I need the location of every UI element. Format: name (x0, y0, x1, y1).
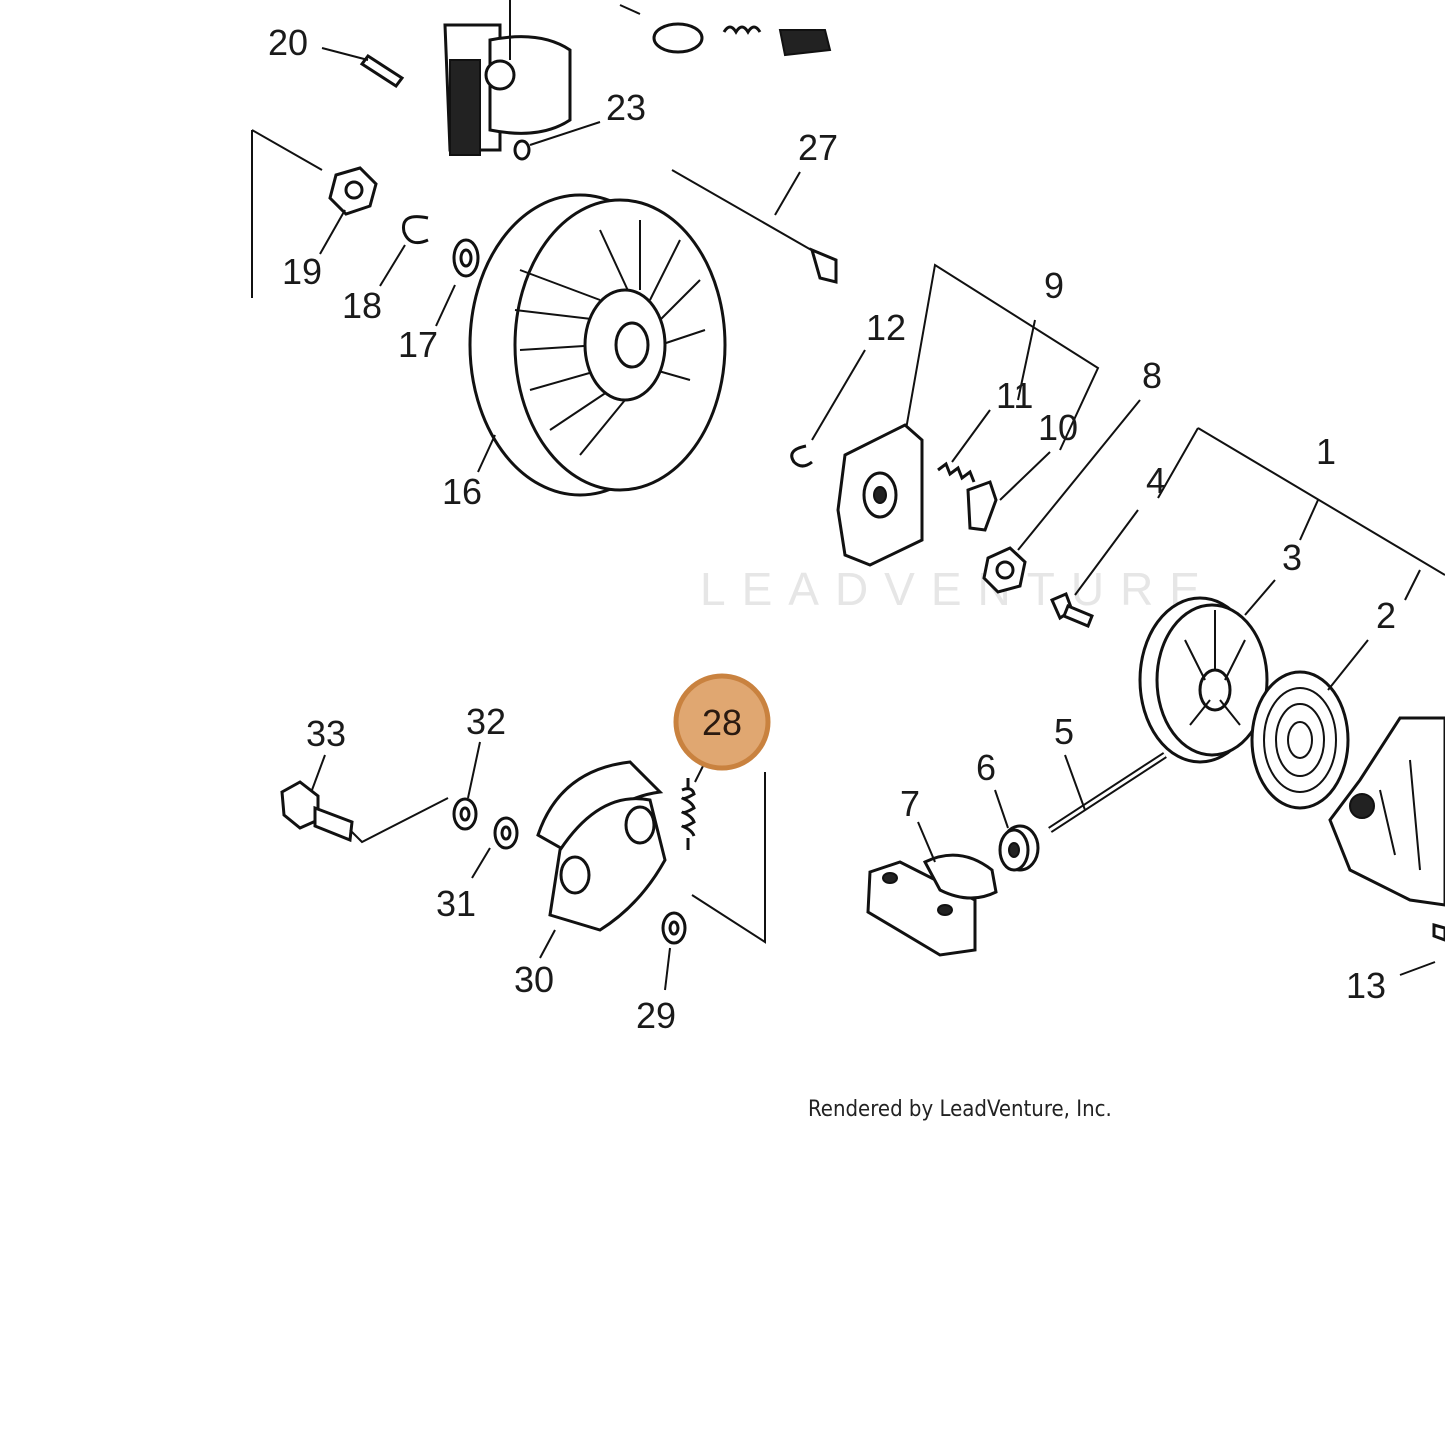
callout-labels: 1 2 3 4 5 6 7 8 9 10 11 12 13 16 17 18 1… (268, 22, 1396, 1036)
clutch-shoe-part-30 (536, 760, 667, 932)
nut-part-8 (982, 546, 1027, 594)
callout-label: 31 (436, 883, 476, 924)
callout-label: 2 (1376, 595, 1396, 636)
callout-label: 32 (466, 701, 506, 742)
starter-rope-part-5 (1048, 752, 1167, 833)
callout-label: 23 (606, 87, 646, 128)
coil-screw-part (359, 53, 405, 89)
callout-label: 12 (866, 307, 906, 348)
spring-part-11 (937, 461, 976, 483)
screw-part-13 (1432, 923, 1445, 942)
ignition-coil-part (443, 0, 572, 156)
callout-label: 8 (1142, 355, 1162, 396)
nut-part-19 (328, 166, 378, 216)
highlighted-callout-28[interactable]: 28 (673, 673, 771, 771)
clutch-spring-part-28 (680, 778, 696, 850)
starter-housing-part (1328, 716, 1445, 907)
pulley-part-3 (1138, 596, 1269, 764)
highlight-circle (673, 673, 771, 771)
lock-washer-part-32 (452, 797, 478, 831)
bolt-part-4 (1050, 592, 1094, 628)
top-small-parts (619, 4, 832, 57)
callout-label: 6 (976, 747, 996, 788)
highlighted-callout-label: 28 (702, 702, 742, 743)
washer-part-29 (661, 911, 687, 945)
washer-part-17 (452, 238, 480, 278)
callout-label: 3 (1282, 537, 1302, 578)
bushing-part-6 (998, 824, 1040, 872)
starter-handle-part-7 (866, 853, 998, 957)
callout-label: 5 (1054, 711, 1074, 752)
leader-lines (311, 47, 1436, 991)
callout-label: 27 (798, 127, 838, 168)
pawl-part-10 (966, 480, 998, 532)
callout-label: 20 (268, 22, 308, 63)
flywheel-part-16 (468, 193, 727, 497)
callout-label: 11 (996, 375, 1033, 416)
clip-part-18 (402, 215, 429, 245)
callout-label: 16 (442, 471, 482, 512)
recoil-spring-part-2 (1250, 670, 1350, 810)
callout-label: 10 (1038, 407, 1078, 448)
callout-label: 33 (306, 713, 346, 754)
callout-label: 18 (342, 285, 382, 326)
callout-label: 13 (1346, 965, 1386, 1006)
callout-label: 19 (282, 251, 322, 292)
callout-label: 7 (900, 783, 920, 824)
bolt-part-33 (280, 780, 449, 844)
e-clip-part-12 (790, 444, 813, 468)
small-washer-23 (513, 139, 531, 161)
watermark-text: LEADVENTURE (700, 563, 1216, 615)
callout-label: 17 (398, 324, 438, 365)
callout-label: 30 (514, 959, 554, 1000)
washer-part-31 (493, 816, 519, 850)
callout-label: 4 (1146, 460, 1166, 501)
ratchet-part-9 (836, 423, 924, 567)
callout-label: 29 (636, 995, 676, 1036)
credit-text: Rendered by LeadVenture, Inc. (808, 1097, 1112, 1122)
callout-label: 9 (1044, 265, 1064, 306)
callout-label: 1 (1316, 431, 1336, 472)
ground-wire-part-27 (671, 169, 838, 284)
